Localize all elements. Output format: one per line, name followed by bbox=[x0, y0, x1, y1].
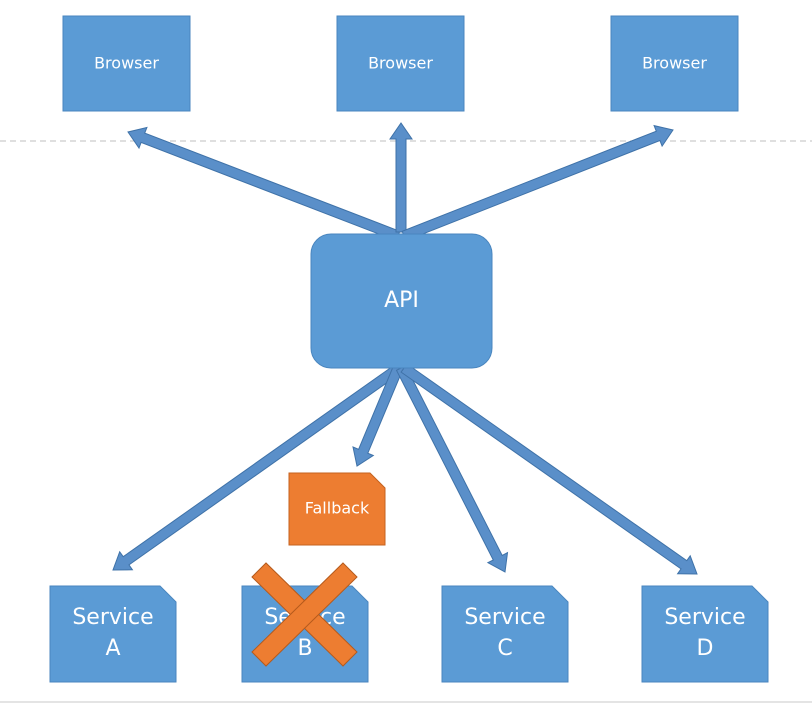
api-node-label: API bbox=[384, 288, 419, 313]
arrow-api-to-browser-3 bbox=[401, 124, 674, 242]
service-node-label: Service bbox=[464, 605, 545, 630]
arrow-api-to-service-a bbox=[112, 363, 403, 571]
service-node-c: Service C bbox=[441, 585, 569, 683]
service-node-d: Service D bbox=[641, 585, 769, 683]
browser-node-label: Browser bbox=[368, 54, 433, 73]
arrow-api-to-fallback bbox=[352, 365, 404, 467]
browser-node-label: Browser bbox=[94, 54, 159, 73]
arrow-api-to-browser-1 bbox=[127, 126, 401, 242]
arrows-layer bbox=[112, 122, 698, 575]
fallback-node: Fallback bbox=[288, 472, 386, 546]
service-node-letter: C bbox=[497, 636, 512, 661]
api-node: API bbox=[310, 233, 493, 369]
service-node-letter: A bbox=[105, 636, 120, 661]
fallback-node-label: Fallback bbox=[305, 499, 370, 518]
arrow-api-to-service-d bbox=[400, 363, 698, 575]
browser-node-3: Browser bbox=[610, 15, 739, 112]
service-node-label: Service bbox=[664, 605, 745, 630]
browser-node-2: Browser bbox=[336, 15, 465, 112]
browser-node-label: Browser bbox=[642, 54, 707, 73]
arrow-api-to-service-c bbox=[395, 365, 509, 573]
failure-x-icon bbox=[251, 562, 358, 667]
arrow-api-to-browser-2 bbox=[389, 122, 413, 233]
service-node-a: Service A bbox=[49, 585, 177, 683]
browser-node-1: Browser bbox=[62, 15, 191, 112]
service-node-letter: B bbox=[297, 636, 312, 661]
service-node-label: Service bbox=[72, 605, 153, 630]
service-node-letter: D bbox=[697, 636, 714, 661]
